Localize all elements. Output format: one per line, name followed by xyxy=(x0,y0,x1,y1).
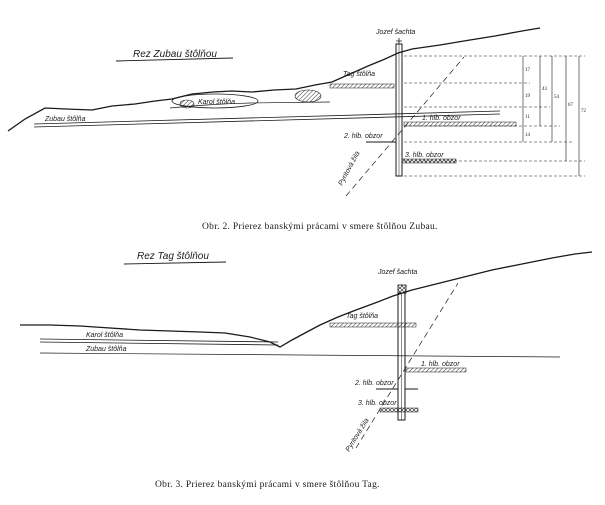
label-zubau-2: Zubau štôlňa xyxy=(85,346,127,353)
depth-leaders xyxy=(404,55,585,177)
depth-values: 17 19 11 14 43 54 67 72 xyxy=(525,68,587,138)
label-karol-2: Karol štôlňa xyxy=(86,332,123,339)
headframe-1 xyxy=(396,38,402,44)
depth-value: 54 xyxy=(554,95,560,100)
karol-working xyxy=(171,93,259,109)
depth-value: 14 xyxy=(525,133,531,138)
label-level-2-2: 2. hlb. obzor xyxy=(354,380,394,387)
label-zubau-1: Zubau štôlňa xyxy=(44,116,86,123)
label-vein-2: Pyritová žila xyxy=(345,417,371,453)
label-level-2: 2. hlb. obzor xyxy=(343,133,383,140)
figure-1-caption: Obr. 2. Prierez banskými prácami v smere… xyxy=(202,222,438,232)
pyrite-vein-2 xyxy=(355,282,459,449)
label-level-1-2: 1. hlb. obzor xyxy=(421,361,460,368)
depth-value: 72 xyxy=(581,109,587,114)
karol-adit-bottom-2 xyxy=(39,341,279,346)
pyrite-vein-1 xyxy=(345,56,465,197)
label-shaft-2: Jozef šachta xyxy=(377,269,417,276)
depth-value: 43 xyxy=(542,87,548,92)
zubau-adit-top-1 xyxy=(33,110,501,125)
label-tag-2: Tag štôlňa xyxy=(346,313,378,320)
level-1-drift xyxy=(403,121,517,127)
terrain-profile-1 xyxy=(7,27,541,132)
depth-value: 11 xyxy=(525,115,530,120)
ore-body-karol-right xyxy=(294,89,322,103)
terrain-profile-2 xyxy=(20,251,593,348)
label-tag-1: Tag štôlňa xyxy=(343,71,375,78)
depth-dimension-lines xyxy=(522,56,580,176)
label-level-1: 1. hlb. obzor xyxy=(422,115,461,122)
label-shaft-1: Jozef šachta xyxy=(375,29,415,36)
tag-adit-2 xyxy=(329,322,417,328)
level-3-drift-2 xyxy=(379,407,419,413)
figure-2-title: Rez Tag štôlňou xyxy=(137,251,209,262)
label-level-3-2: 3. hlb. obzor xyxy=(358,400,397,407)
karol-adit-line xyxy=(169,101,331,109)
figure-1-title: Rez Zubau štôlňou xyxy=(133,49,217,60)
label-level-3: 3. hlb. obzor xyxy=(405,152,444,159)
label-vein-1: Pyritová žila xyxy=(338,150,362,187)
depth-value: 67 xyxy=(568,103,574,108)
zubau-adit-bottom-1 xyxy=(33,113,501,128)
karol-adit-top-2 xyxy=(39,338,279,343)
figure-1: Rez Zubau štôlňou Karol štôlňa Tag štôlň… xyxy=(7,27,587,232)
level-1-drift-2 xyxy=(405,367,467,373)
figure-1-title-underline xyxy=(115,57,234,62)
depth-value: 17 xyxy=(525,68,531,73)
label-karol-1: Karol štôlňa xyxy=(198,99,235,106)
figure-2: Rez Tag štôlňou Karol štôlňa Zubau štôlň… xyxy=(20,251,593,490)
figure-2-title-underline xyxy=(123,261,227,265)
depth-value: 19 xyxy=(525,94,531,99)
figure-2-caption: Obr. 3. Prierez banskými prácami v smere… xyxy=(155,480,380,490)
zubau-adit-2 xyxy=(39,352,561,358)
tag-adit-1 xyxy=(329,83,395,89)
headframe-2 xyxy=(397,284,407,294)
